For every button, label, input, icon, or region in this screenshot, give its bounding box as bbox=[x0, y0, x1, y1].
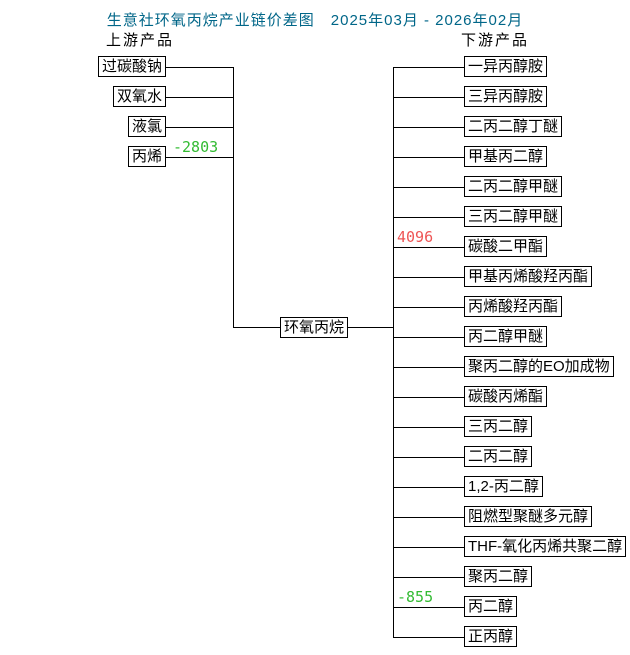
connector-line bbox=[160, 67, 234, 68]
connector-line bbox=[393, 637, 470, 638]
upstream-product-box: 丙烯 bbox=[127, 146, 166, 167]
connector-line bbox=[393, 457, 470, 458]
connector-line bbox=[393, 187, 470, 188]
connector-line bbox=[393, 367, 470, 368]
downstream-product-box: 甲基丙二醇 bbox=[464, 146, 548, 167]
connector-line bbox=[393, 397, 470, 398]
downstream-product-box: 碳酸二甲酯 bbox=[464, 236, 548, 257]
upstream-trunk-line bbox=[233, 67, 234, 328]
downstream-product-box: 聚丙二醇 bbox=[464, 566, 533, 587]
connector-line bbox=[393, 247, 470, 248]
upstream-product-box: 过碳酸钠 bbox=[97, 56, 166, 77]
diagram-title: 生意社环氧丙烷产业链价差图 2025年03月 - 2026年02月 bbox=[106, 12, 524, 29]
price-diff-value: -2803 bbox=[173, 138, 219, 156]
downstream-product-box: 正丙醇 bbox=[464, 626, 518, 647]
downstream-product-box: 1,2-丙二醇 bbox=[464, 476, 543, 497]
connector-line bbox=[393, 517, 470, 518]
connector-line bbox=[160, 97, 234, 98]
downstream-product-box: 一异丙醇胺 bbox=[464, 56, 548, 77]
connector-line bbox=[393, 487, 470, 488]
downstream-section-label: 下游产品 bbox=[461, 32, 530, 49]
connector-line bbox=[393, 127, 470, 128]
connector-line bbox=[160, 157, 234, 158]
downstream-product-box: 三异丙醇胺 bbox=[464, 86, 548, 107]
center-product-box: 环氧丙烷 bbox=[280, 317, 349, 338]
upstream-product-box: 液氯 bbox=[127, 116, 166, 137]
downstream-product-box: 二丙二醇丁醚 bbox=[464, 116, 563, 137]
center-left-connector-line bbox=[233, 327, 290, 328]
upstream-section-label: 上游产品 bbox=[106, 32, 175, 49]
connector-line bbox=[393, 67, 470, 68]
connector-line bbox=[393, 547, 470, 548]
upstream-product-box: 双氧水 bbox=[112, 86, 166, 107]
connector-line bbox=[393, 217, 470, 218]
center-right-connector-line bbox=[340, 327, 394, 328]
connector-line bbox=[393, 577, 470, 578]
connector-line bbox=[160, 127, 234, 128]
connector-line bbox=[393, 427, 470, 428]
connector-line bbox=[393, 97, 470, 98]
connector-line bbox=[393, 337, 470, 338]
downstream-product-box: 二丙二醇甲醚 bbox=[464, 176, 563, 197]
connector-line bbox=[393, 277, 470, 278]
downstream-product-box: 丙二醇 bbox=[464, 596, 518, 617]
downstream-product-box: 碳酸丙烯酯 bbox=[464, 386, 548, 407]
downstream-product-box: THF-氧化丙烯共聚二醇 bbox=[464, 536, 627, 557]
price-diff-value: 4096 bbox=[397, 228, 434, 246]
downstream-product-box: 聚丙二醇的EO加成物 bbox=[464, 356, 614, 377]
connector-line bbox=[393, 607, 470, 608]
downstream-product-box: 阻燃型聚醚多元醇 bbox=[464, 506, 593, 527]
downstream-trunk-line bbox=[393, 67, 394, 638]
price-diff-value: -855 bbox=[397, 588, 434, 606]
connector-line bbox=[393, 307, 470, 308]
downstream-product-box: 丙二醇甲醚 bbox=[464, 326, 548, 347]
downstream-product-box: 甲基丙烯酸羟丙酯 bbox=[464, 266, 593, 287]
downstream-product-box: 二丙二醇 bbox=[464, 446, 533, 467]
connector-line bbox=[393, 157, 470, 158]
downstream-product-box: 丙烯酸羟丙酯 bbox=[464, 296, 563, 317]
downstream-product-box: 三丙二醇 bbox=[464, 416, 533, 437]
downstream-product-box: 三丙二醇甲醚 bbox=[464, 206, 563, 227]
